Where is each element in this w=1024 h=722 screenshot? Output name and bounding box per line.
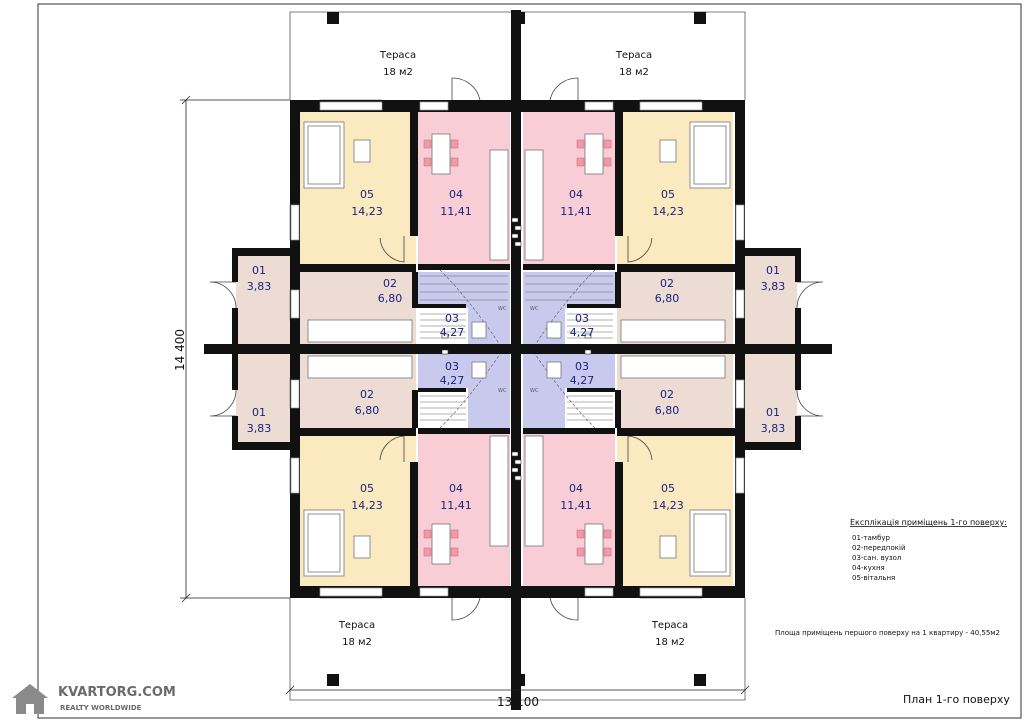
watermark-house-icon [12,684,48,714]
room-01-se [745,354,797,442]
furniture [303,121,731,577]
kitchen-chairs [423,139,612,557]
room-area: 14,23 [652,205,684,218]
legend-item: 05-вітальня [852,574,895,582]
room-area: 3,83 [761,422,786,435]
legend-item: 01-тамбур [852,534,891,542]
room-number: 02 [660,388,674,401]
wc-label: WC [498,306,507,312]
room-area: 11,41 [440,499,472,512]
room-area: 6,80 [378,292,403,305]
stair-winders [439,269,596,429]
room-number: 04 [449,482,463,495]
room-number: 01 [252,406,266,419]
terrace-labels: Тераса 18 м2 Тераса 18 м2 Тераса 18 м2 Т… [338,50,688,648]
room-area: 6,80 [655,292,680,305]
watermark: KVARTORG.COM REALTY WORLDWIDE [12,684,176,714]
room-number: 04 [569,482,583,495]
legend: Експлікація приміщень 1-го поверху: 01-т… [850,518,1007,582]
room-number: 05 [360,188,374,201]
area-note: Площа приміщень першого поверху на 1 ква… [775,629,1000,637]
terrace-area: 18 м2 [655,637,685,648]
legend-item: 04-кухня [852,564,885,572]
room-number: 01 [766,264,780,277]
room-number: 05 [661,482,675,495]
terrace-area: 18 м2 [342,637,372,648]
room-area: 4,27 [440,326,465,339]
terrace-label: Тераса [379,50,416,61]
room-01-nw [236,256,290,344]
wc-labels: WC WC WC WC [498,306,539,394]
height-dimension: 14 400 [173,329,187,371]
terrace-label: Тераса [338,620,375,631]
room-number: 04 [569,188,583,201]
room-number: 02 [360,388,374,401]
width-dimension: 13 100 [497,695,539,709]
terrace-area: 18 м2 [619,67,649,78]
walls [204,10,832,710]
room-01-sw [236,354,290,442]
room-area: 14,23 [652,499,684,512]
watermark-sub: REALTY WORLDWIDE [60,704,142,712]
room-number: 03 [445,312,459,325]
room-area: 14,23 [351,499,383,512]
room-area: 6,80 [355,404,380,417]
legend-item: 03-сан. вузол [852,554,901,562]
door-swings [209,77,824,621]
wc-label: WC [530,388,539,394]
room-number: 03 [575,360,589,373]
room-area: 4,27 [440,374,465,387]
room-area: 3,83 [761,280,786,293]
room-number: 03 [445,360,459,373]
terrace-label: Тераса [615,50,652,61]
room-number: 03 [575,312,589,325]
room-number: 05 [360,482,374,495]
room-number: 01 [252,264,266,277]
sheet-frame [37,3,1022,719]
room-area: 3,83 [247,280,272,293]
plan-title: План 1-го поверху [903,693,1010,706]
legend-item: 02-передпокій [852,544,906,552]
room-number: 05 [661,188,675,201]
room-area: 4,27 [570,374,595,387]
wc-label: WC [498,388,507,394]
dimension-lines [180,95,750,695]
room-area: 11,41 [560,205,592,218]
room-area: 3,83 [247,422,272,435]
wc-label: WC [530,306,539,312]
terrace-area: 18 м2 [383,67,413,78]
terrace-label: Тераса [651,620,688,631]
room-number: 02 [383,277,397,290]
room-area: 4,27 [570,326,595,339]
room-number: 02 [660,277,674,290]
room-01-ne [745,256,797,344]
room-area: 14,23 [351,205,383,218]
watermark-main: KVARTORG.COM [58,685,176,700]
window-openings [290,101,745,597]
room-labels: 05 14,23 05 14,23 05 14,23 05 14,23 04 1… [247,188,786,512]
legend-title: Експлікація приміщень 1-го поверху: [850,518,1007,527]
room-area: 11,41 [560,499,592,512]
room-area: 11,41 [440,205,472,218]
room-area: 6,80 [655,404,680,417]
utility-markers [441,217,592,481]
room-number: 01 [766,406,780,419]
room-number: 04 [449,188,463,201]
